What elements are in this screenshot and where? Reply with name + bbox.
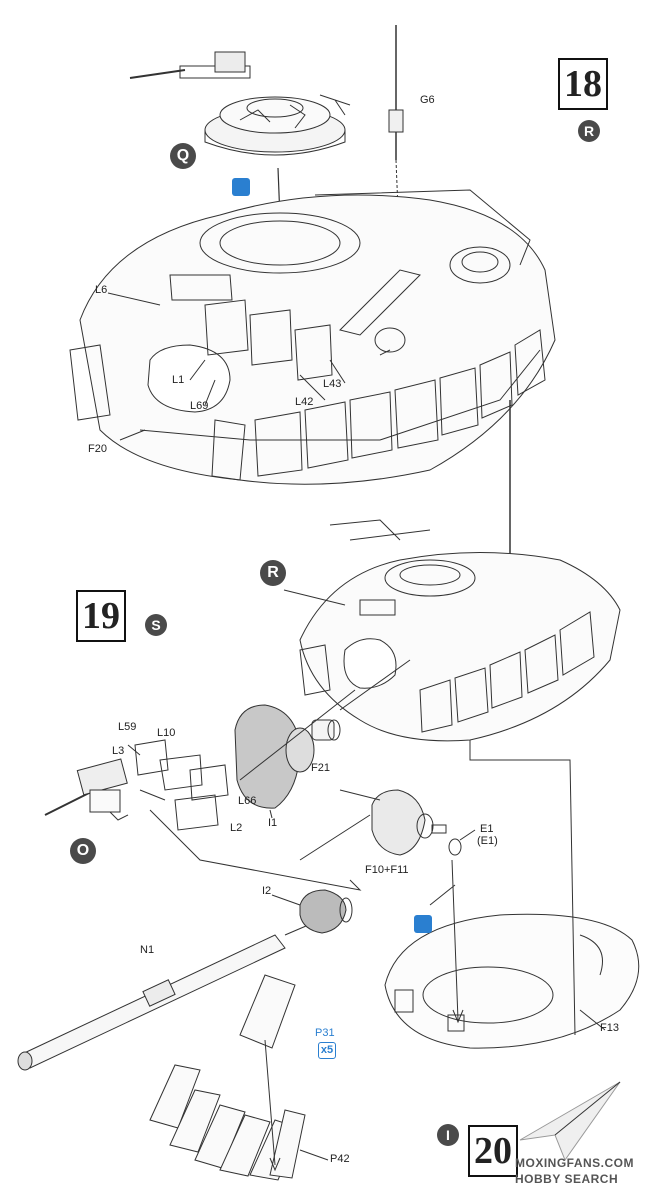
gun-breech-f10-f11	[299, 789, 476, 861]
step-20-number: 20	[468, 1125, 518, 1177]
label-l69: L69	[190, 400, 209, 412]
label-p31: P31	[315, 1027, 335, 1039]
marker-i: I	[437, 1124, 459, 1146]
label-g6: G6	[420, 94, 435, 106]
cupola-q-part	[129, 51, 351, 156]
turret-ring-f13	[384, 740, 640, 1049]
paper-plane-logo-icon	[519, 1081, 621, 1162]
label-l10: L10	[157, 727, 176, 739]
label-i2: I2	[262, 885, 272, 897]
antenna-g6	[387, 25, 409, 221]
quantity-badge: x5	[318, 1042, 336, 1059]
label-f13: F13	[600, 1022, 619, 1034]
label-l43: L43	[323, 378, 342, 390]
watermark-moxingfans: MOXINGFANS.COM	[515, 1156, 635, 1170]
watermark-hobbysearch: HOBBY SEARCH	[515, 1172, 618, 1186]
marker-r-input: R	[260, 560, 286, 586]
label-f20: F20	[88, 443, 107, 455]
marker-s-output: S	[145, 614, 167, 636]
gun-barrel-n1	[17, 919, 321, 1071]
label-i1: I1	[268, 817, 278, 829]
turret-18	[69, 189, 556, 485]
step-19-number: 19	[76, 590, 126, 642]
watermark-search: SEARCH	[564, 1172, 619, 1186]
gun-sleeve-i2	[271, 889, 353, 934]
mantlet-i1	[234, 659, 411, 819]
label-p42: P42	[330, 1153, 350, 1165]
basket-panels	[149, 974, 329, 1181]
label-e1-bracket: (E1)	[477, 835, 498, 847]
label-l59: L59	[118, 721, 137, 733]
label-f10-f11: F10+F11	[365, 864, 409, 876]
glue-bottle-icon	[414, 915, 432, 933]
marker-r-output: R	[578, 120, 600, 142]
marker-o: O	[70, 838, 96, 864]
watermark-hobby: HOBBY	[515, 1172, 561, 1186]
label-l1: L1	[172, 374, 185, 386]
label-l3: L3	[112, 745, 125, 757]
label-l42: L42	[295, 396, 314, 408]
step-18-number: 18	[558, 58, 608, 110]
marker-q: Q	[170, 143, 196, 169]
label-f21: F21	[311, 762, 330, 774]
glue-bottle-icon	[232, 178, 250, 196]
label-l2: L2	[230, 822, 243, 834]
label-e1: E1	[480, 823, 494, 835]
turret-19	[283, 400, 621, 742]
label-l66: L66	[238, 795, 257, 807]
label-n1: N1	[140, 944, 155, 956]
label-l6: L6	[95, 284, 108, 296]
mg-o-assembly	[44, 739, 362, 891]
